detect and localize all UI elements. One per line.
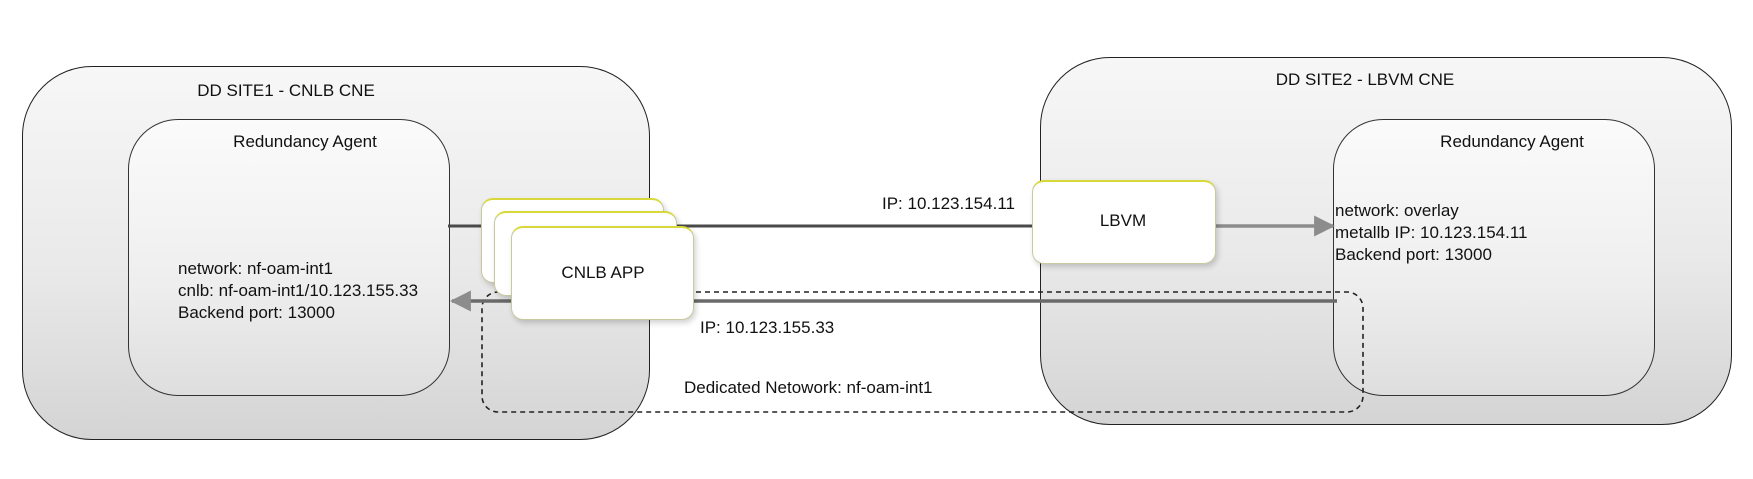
site1-network-text: network: nf-oam-int1 <box>178 259 333 278</box>
site2-title: DD SITE2 - LBVM CNE <box>1275 70 1455 89</box>
lbvm-label: LBVM <box>1099 211 1147 230</box>
site1-cnlb-text: cnlb: nf-oam-int1/10.123.155.33 <box>178 281 419 300</box>
site1-agent-info: network: nf-oam-int1 cnlb: nf-oam-int1/1… <box>178 258 418 324</box>
site1-agent-title: Redundancy Agent <box>233 132 377 151</box>
site1-backend-port-text: Backend port: 13000 <box>178 303 335 322</box>
site2-metallb-text: metallb IP: 10.123.154.11 <box>1335 223 1528 242</box>
dedicated-network-label: Dedicated Netowork: nf-oam-int1 <box>684 378 933 397</box>
site1-redundancy-agent <box>128 119 450 396</box>
lbvm-card[interactable] <box>1032 180 1216 264</box>
site2-redundancy-agent <box>1333 119 1655 396</box>
site2-backend-port-text: Backend port: 13000 <box>1335 245 1492 264</box>
site2-network-text: network: overlay <box>1335 201 1459 220</box>
dedicated-network-region <box>481 291 1364 413</box>
site2-agent-info: network: overlay metallb IP: 10.123.154.… <box>1335 200 1528 266</box>
cnlb-app-card[interactable] <box>511 226 694 320</box>
bottom-ip-label: IP: 10.123.155.33 <box>700 318 835 337</box>
top-ip-label: IP: 10.123.154.11 <box>882 194 1015 213</box>
cnlb-app-label: CNLB APP <box>561 263 645 282</box>
site2-agent-title: Redundancy Agent <box>1440 132 1584 151</box>
site1-title: DD SITE1 - CNLB CNE <box>197 81 375 100</box>
